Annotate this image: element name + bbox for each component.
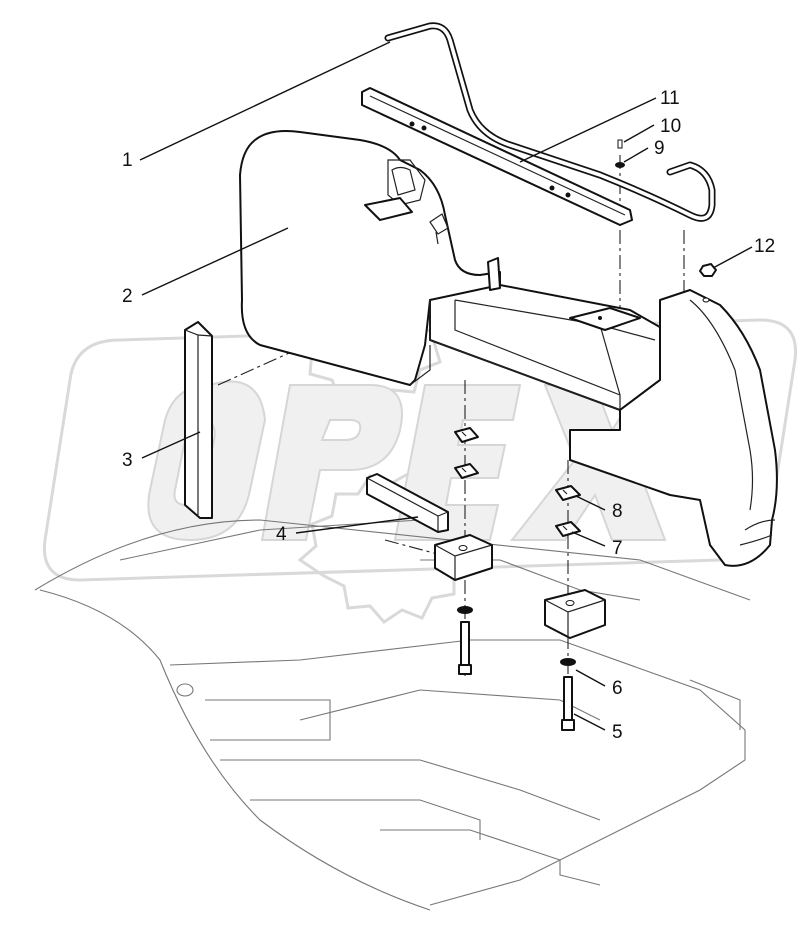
callout-1: 1 xyxy=(122,150,133,171)
callout-11: 11 xyxy=(660,88,680,109)
callout-3: 3 xyxy=(122,450,133,471)
callout-6: 6 xyxy=(612,678,623,699)
mount-blocks xyxy=(434,534,606,639)
callout-10: 10 xyxy=(660,116,681,137)
callout-2: 2 xyxy=(122,286,133,307)
shims xyxy=(454,427,581,537)
vertical-strip xyxy=(184,321,213,519)
callout-12: 12 xyxy=(754,236,775,257)
callout-8: 8 xyxy=(612,501,623,522)
small-hardware xyxy=(615,139,717,303)
flat-strip xyxy=(366,473,449,533)
callout-9: 9 xyxy=(654,138,665,159)
callout-4: 4 xyxy=(276,524,287,545)
callout-5: 5 xyxy=(612,722,623,743)
bent-tube xyxy=(384,22,716,222)
callout-labels: 1 2 3 4 5 6 7 8 9 10 11 12 xyxy=(122,88,775,743)
side-panel xyxy=(239,130,778,567)
leader-lines xyxy=(139,41,753,731)
washers-and-bolts xyxy=(457,606,576,731)
callout-7: 7 xyxy=(612,538,623,559)
mounting-rail xyxy=(361,87,633,226)
